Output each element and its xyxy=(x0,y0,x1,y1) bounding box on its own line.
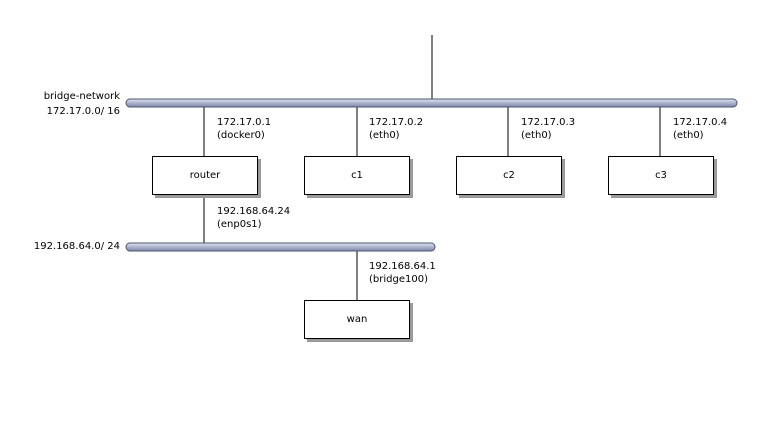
c3-node: c3 xyxy=(608,156,714,195)
bridge-network-cidr: 172.17.0.0/ 16 xyxy=(46,106,120,117)
c3-eth0-dev: (eth0) xyxy=(673,130,704,141)
wan-bridge100-dev: (bridge100) xyxy=(369,274,428,285)
wan-network-bar xyxy=(125,242,436,252)
router-docker0-ip: 172.17.0.1 xyxy=(217,117,272,128)
bridge-network-bar xyxy=(125,98,738,108)
c1-eth0-ip: 172.17.0.2 xyxy=(369,117,424,128)
wan-label: wan xyxy=(346,314,368,325)
router-node: router xyxy=(152,156,258,195)
c2-eth0-ip: 172.17.0.3 xyxy=(521,117,576,128)
c2-label: c2 xyxy=(503,170,515,181)
c3-eth0-ip: 172.17.0.4 xyxy=(673,117,728,128)
c1-label: c1 xyxy=(351,170,363,181)
c1-eth0-dev: (eth0) xyxy=(369,130,400,141)
c1-node: c1 xyxy=(304,156,410,195)
router-enp0s1-dev: (enp0s1) xyxy=(217,219,262,230)
router-enp0s1-ip: 192.168.64.24 xyxy=(217,206,291,217)
wan-network-cidr: 192.168.64.0/ 24 xyxy=(33,241,120,252)
c2-node: c2 xyxy=(456,156,562,195)
c2-eth0-dev: (eth0) xyxy=(521,130,552,141)
bridge-network-name: bridge-network xyxy=(43,91,120,102)
wan-bridge100-ip: 192.168.64.1 xyxy=(369,261,436,272)
wan-node: wan xyxy=(304,300,410,339)
router-docker0-dev: (docker0) xyxy=(217,130,265,141)
c3-label: c3 xyxy=(655,170,667,181)
router-label: router xyxy=(189,170,221,181)
